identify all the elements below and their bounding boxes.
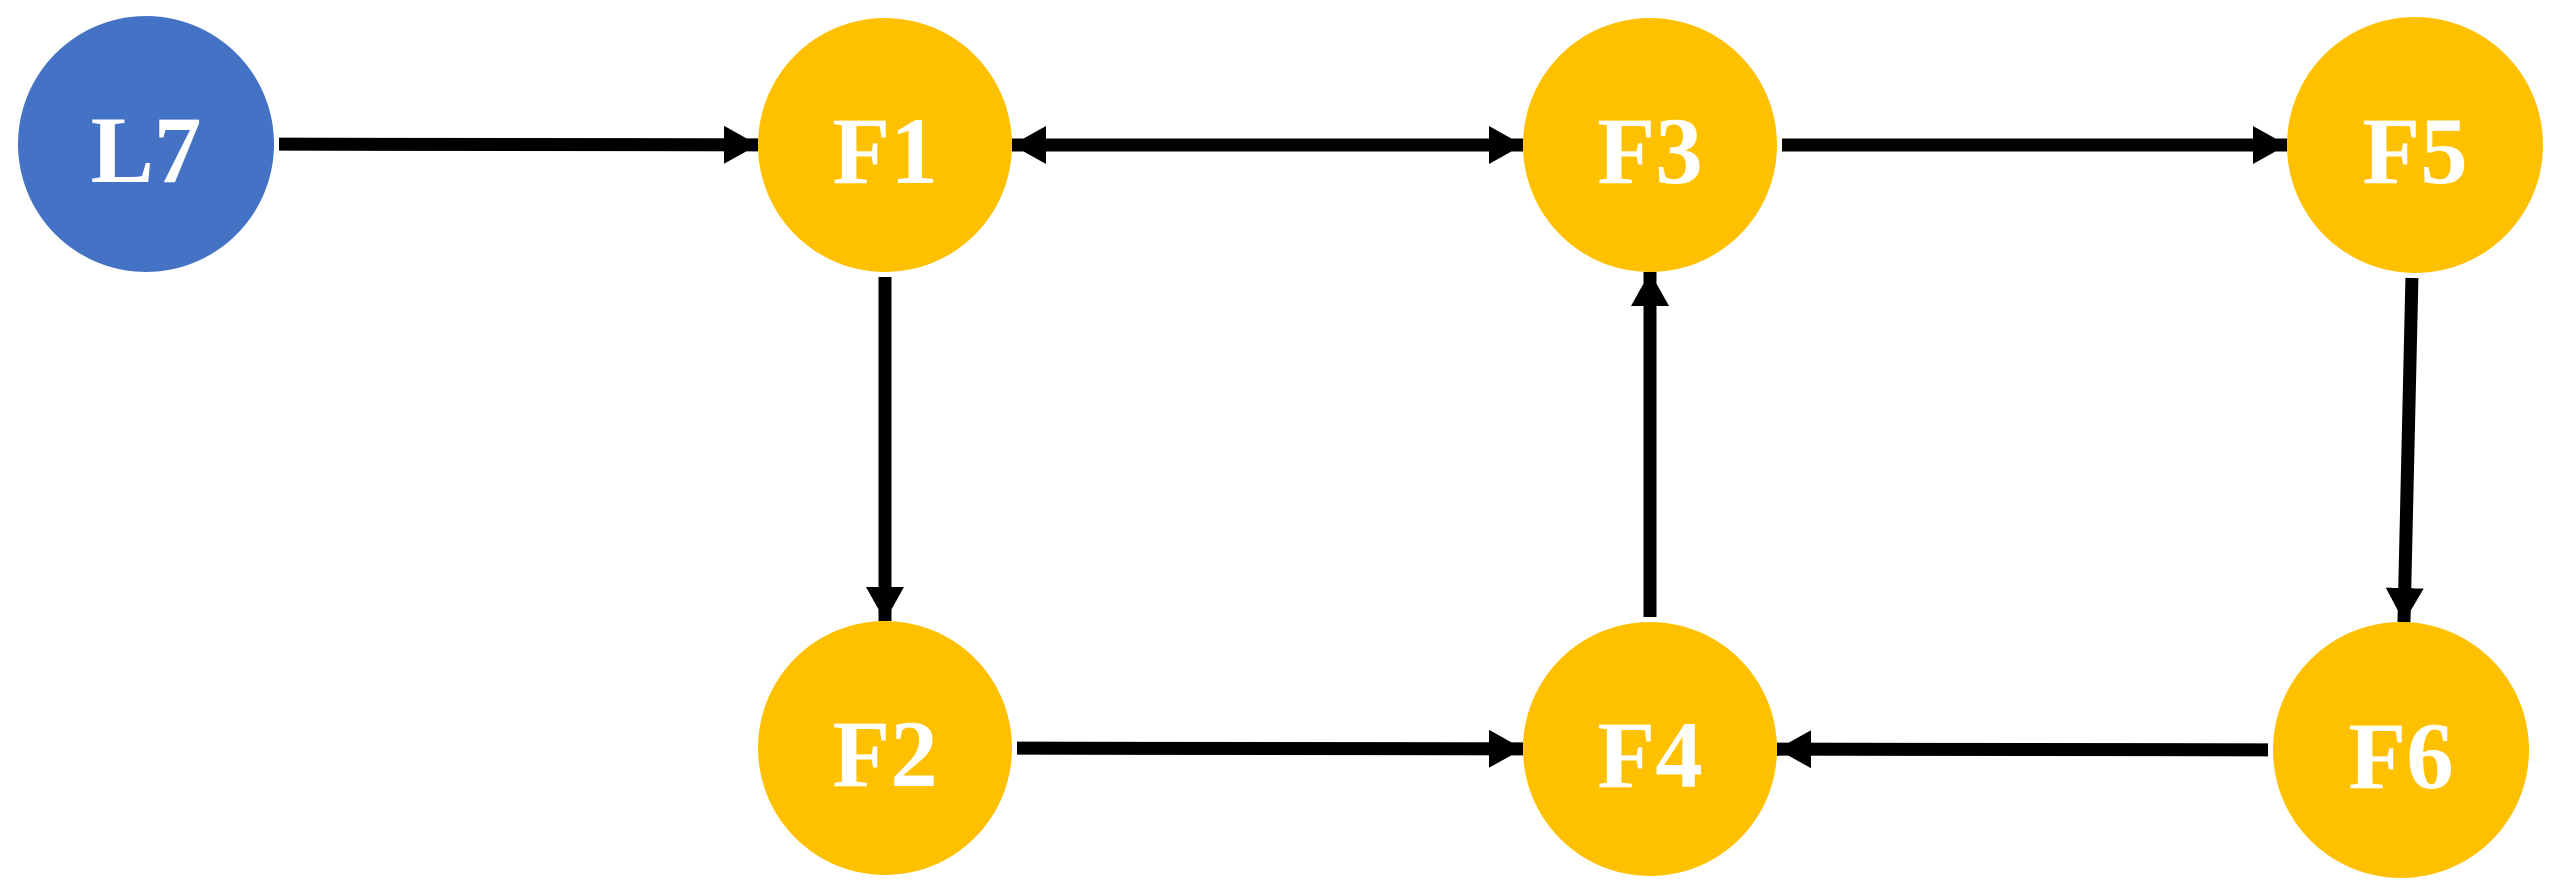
node-f2-label: F2 <box>832 701 938 807</box>
edge-l7-f1 <box>278 125 759 164</box>
node-f3: F3 <box>1523 18 1777 272</box>
node-f1: F1 <box>758 18 1012 272</box>
edge-f5-f6 <box>2385 277 2424 623</box>
node-f3-circle <box>1523 18 1777 272</box>
node-f1-circle <box>758 18 1012 272</box>
node-f5: F5 <box>2287 17 2543 273</box>
node-f4-circle <box>1523 622 1777 876</box>
node-f4: F4 <box>1523 622 1777 876</box>
node-l7: L7 <box>18 16 274 272</box>
node-f2: F2 <box>758 621 1012 875</box>
node-f3-label: F3 <box>1597 98 1703 204</box>
node-l7-label: L7 <box>91 97 202 203</box>
node-f5-label: F5 <box>2362 98 2468 204</box>
node-f2-circle <box>758 621 1012 875</box>
node-l7-circle <box>18 16 274 272</box>
edge-f6-f4 <box>1776 730 2269 769</box>
node-f6-circle <box>2273 622 2529 878</box>
node-f6-label: F6 <box>2348 703 2454 809</box>
node-f5-circle <box>2287 17 2543 273</box>
node-f4-label: F4 <box>1597 702 1703 808</box>
node-f1-label: F1 <box>832 98 938 204</box>
edge-f2-f4 <box>1016 729 1524 768</box>
node-f6: F6 <box>2273 622 2529 878</box>
